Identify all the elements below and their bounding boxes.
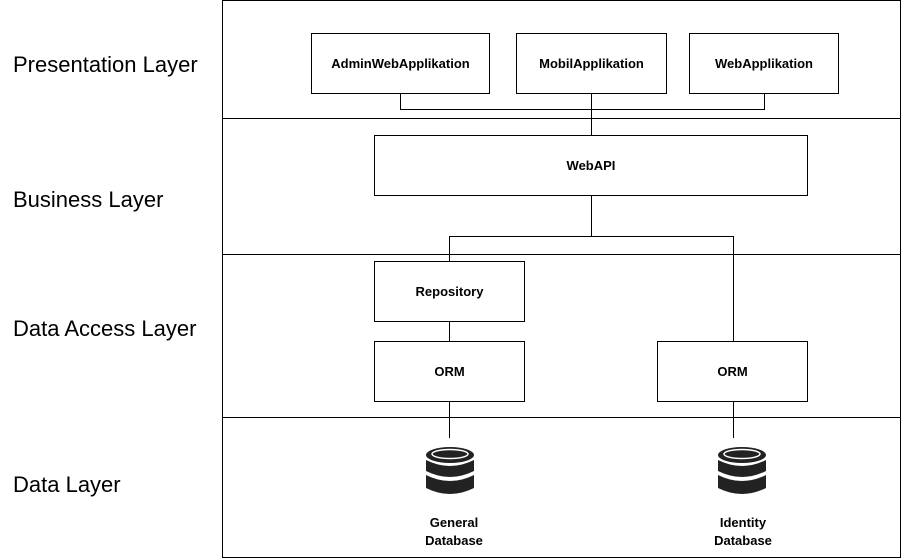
layer-divider-data-access-data — [222, 417, 901, 418]
connector-repository-to-orm — [449, 321, 450, 342]
webapi-box: WebAPI — [374, 135, 808, 196]
connector-admin-down — [400, 93, 401, 110]
database-icon — [718, 447, 766, 494]
business-layer-label: Business Layer — [13, 187, 164, 212]
connector-orm-left-to-db — [449, 401, 450, 438]
connector-business-bus — [449, 236, 734, 237]
general-database-label: General Database — [399, 514, 509, 550]
diagram-frame — [222, 0, 901, 558]
mobil-applikation-box: MobilApplikation — [516, 33, 667, 94]
database-icon — [426, 447, 474, 494]
web-applikation-box: WebApplikation — [689, 33, 839, 94]
data-layer-label: Data Layer — [13, 472, 121, 497]
connector-to-orm-right — [733, 236, 734, 342]
connector-presentation-bus — [400, 109, 765, 110]
admin-web-applikation-box: AdminWebApplikation — [311, 33, 490, 94]
orm-right-box: ORM — [657, 341, 808, 402]
connector-to-repository — [449, 236, 450, 262]
connector-orm-right-to-db — [733, 401, 734, 438]
connector-mobil-to-webapi — [591, 93, 592, 136]
presentation-layer-label: Presentation Layer — [13, 52, 198, 77]
identity-database-label-line2: Database — [714, 533, 772, 548]
general-database-label-line2: Database — [425, 533, 483, 548]
repository-box: Repository — [374, 261, 525, 322]
connector-webapi-down — [591, 195, 592, 237]
layer-divider-business-data-access — [222, 254, 901, 255]
identity-database-label: Identity Database — [688, 514, 798, 550]
orm-left-box: ORM — [374, 341, 525, 402]
identity-database-label-line1: Identity — [719, 515, 767, 530]
connector-web-down — [764, 93, 765, 110]
general-database-label-line1: General — [429, 515, 479, 530]
data-access-layer-label: Data Access Layer — [13, 316, 197, 341]
layer-divider-presentation-business — [222, 118, 901, 119]
